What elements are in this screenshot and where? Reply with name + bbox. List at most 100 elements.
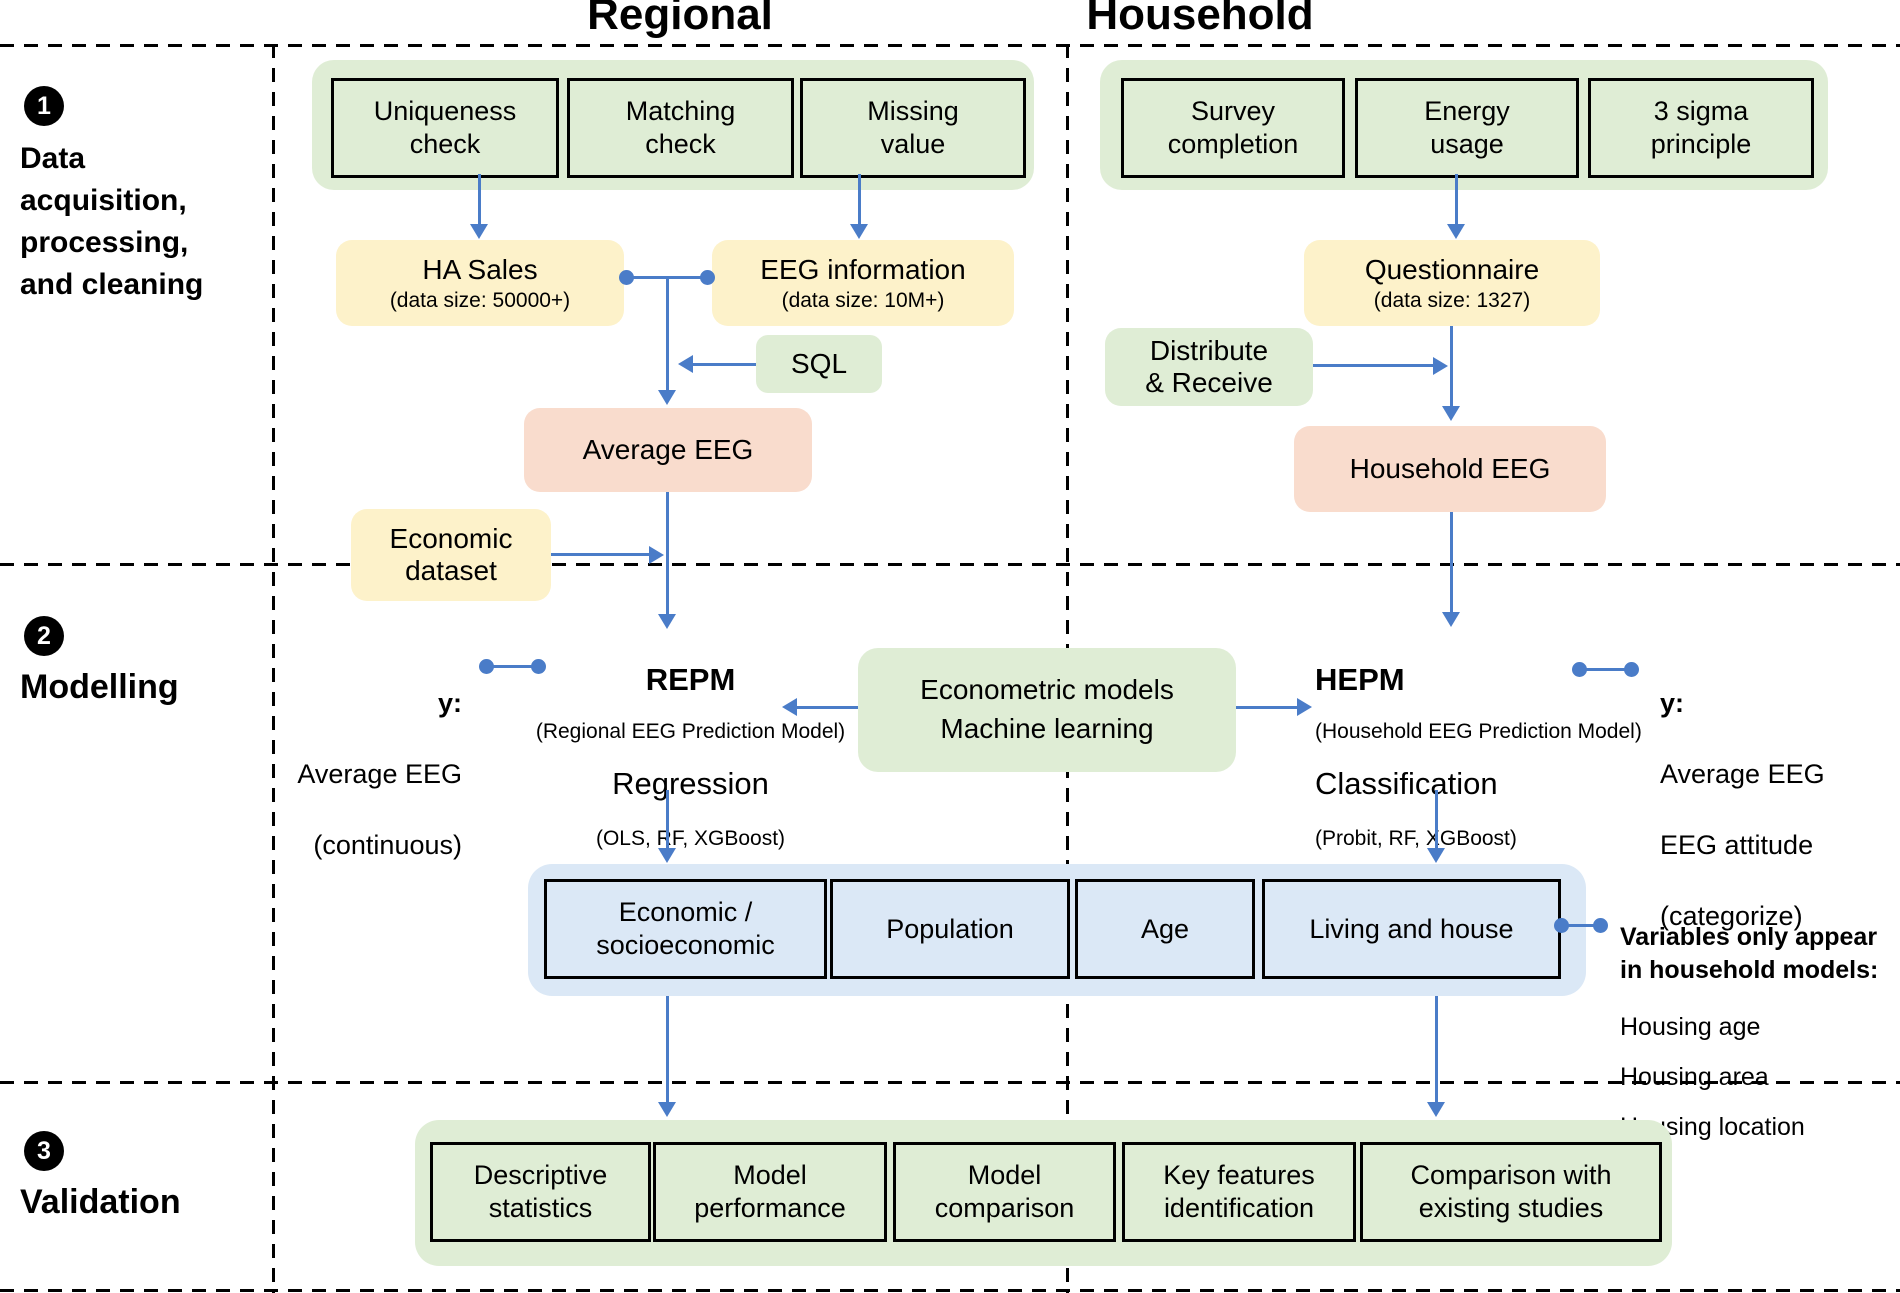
arrow-averageeeg-to-repm <box>666 492 669 616</box>
household-y-line-1: Average EEG <box>1660 758 1825 789</box>
average-eeg-box: Average EEG <box>524 408 812 492</box>
questionnaire-box: Questionnaire (data size: 1327) <box>1304 240 1600 326</box>
key-features-box: Key features identification <box>1122 1142 1356 1242</box>
arrow-join-to-averageeeg <box>666 278 669 392</box>
arrowhead-distribute-to-flow <box>1433 357 1448 375</box>
descriptive-statistics-box: Descriptive statistics <box>430 1142 651 1242</box>
missing-value-box: Missing value <box>800 78 1026 178</box>
arrow-questionnaire-to-householdeeg <box>1450 326 1453 408</box>
household-eeg-label: Household EEG <box>1349 452 1551 484</box>
divider-bottom <box>0 1289 1900 1292</box>
join-connector-line <box>627 276 708 279</box>
arrow-variables-to-validation-left <box>666 996 669 1104</box>
arrow-energy-to-questionnaire <box>1455 174 1458 226</box>
three-sigma-box: 3 sigma principle <box>1588 78 1814 178</box>
repm-title: REPM <box>645 662 736 697</box>
note-line-2: Housing area <box>1620 1063 1769 1091</box>
hepm-block: HEPM (Household EEG Prediction Model) Cl… <box>1315 644 1655 869</box>
section-3-number: 3 <box>24 1131 64 1171</box>
arrowhead-averageeeg-to-repm <box>658 614 676 629</box>
arrowhead-join-to-averageeeg <box>658 390 676 405</box>
hepm-detail: (Probit, RF, XGBoost) <box>1315 826 1517 850</box>
variable-population-box: Population <box>830 879 1070 979</box>
arrow-uniqueness-to-hasales <box>478 174 481 226</box>
sql-box: SQL <box>756 335 882 393</box>
divider-top <box>0 44 1900 47</box>
eeg-information-box: EEG information (data size: 10M+) <box>712 240 1014 326</box>
average-eeg-label: Average EEG <box>582 433 754 465</box>
model-comparison-box: Model comparison <box>893 1142 1116 1242</box>
survey-completion-box: Survey completion <box>1121 78 1345 178</box>
arrowhead-economic-to-flow <box>649 546 664 564</box>
arrowhead-hepm-to-variables <box>1427 848 1445 863</box>
variable-age-box: Age <box>1075 879 1255 979</box>
ha-sales-box: HA Sales (data size: 50000+) <box>336 240 624 326</box>
model-performance-box: Model performance <box>653 1142 887 1242</box>
note-connector-dot-right <box>1593 918 1608 933</box>
arrow-householdeeg-to-hepm <box>1450 512 1453 614</box>
repm-detail: (OLS, RF, XGBoost) <box>595 826 786 850</box>
comparison-studies-box: Comparison with existing studies <box>1360 1142 1662 1242</box>
note-line-1: Housing age <box>1620 1013 1761 1041</box>
arrow-center-to-repm <box>797 706 858 709</box>
matching-check-box: Matching check <box>567 78 794 178</box>
divider-section2-3 <box>0 1081 1900 1084</box>
arrowhead-questionnaire-to-householdeeg <box>1442 406 1460 421</box>
household-y-block: y: Average EEG EEG attitude (categorize) <box>1660 650 1890 971</box>
econometric-models-box: Econometric models Machine learning <box>858 648 1236 772</box>
hepm-subtitle: (Household EEG Prediction Model) <box>1315 719 1642 743</box>
arrowhead-center-to-hepm <box>1297 698 1312 716</box>
section-2-label: Modelling <box>20 668 179 706</box>
questionnaire-subtitle: (data size: 1327) <box>1373 289 1531 313</box>
section-2-number: 2 <box>24 616 64 656</box>
arrowhead-energy-to-questionnaire <box>1447 224 1465 239</box>
economic-dataset-box: Economic dataset <box>351 509 551 601</box>
econometric-models-line2: Machine learning <box>940 713 1154 744</box>
regional-y-line-2: (continuous) <box>313 830 462 861</box>
repm-block: REPM (Regional EEG Prediction Model) Reg… <box>528 644 853 869</box>
arrow-variables-to-validation-right <box>1435 996 1438 1104</box>
questionnaire-title: Questionnaire <box>1364 253 1540 285</box>
regional-y-connector-dot-left <box>479 659 494 674</box>
arrow-sql-to-join <box>692 363 756 366</box>
section-1-number: 1 <box>24 86 64 126</box>
eeg-information-subtitle: (data size: 10M+) <box>781 289 945 313</box>
arrowhead-missing-to-eeginfo <box>850 224 868 239</box>
arrow-center-to-hepm <box>1236 706 1297 709</box>
ha-sales-subtitle: (data size: 50000+) <box>389 289 571 313</box>
distribute-receive-label: Distribute & Receive <box>1145 334 1273 398</box>
regional-y-label: y: <box>437 687 462 718</box>
arrow-hepm-to-variables <box>1435 790 1438 850</box>
household-y-line-3: (categorize) <box>1660 901 1803 932</box>
household-y-line-2: EEG attitude <box>1660 830 1814 861</box>
join-connector-dot-right <box>700 270 715 285</box>
household-y-connector-line <box>1580 668 1632 671</box>
arrowhead-householdeeg-to-hepm <box>1442 612 1460 627</box>
regional-y-line-1: Average EEG <box>297 758 462 789</box>
eeg-information-title: EEG information <box>760 253 966 285</box>
arrowhead-variables-to-validation-right <box>1427 1102 1445 1117</box>
household-y-connector-dot-right <box>1624 662 1639 677</box>
note-connector-dot-left <box>1554 918 1569 933</box>
join-connector-dot-left <box>619 270 634 285</box>
regional-column-header: Regional <box>587 0 773 39</box>
arrowhead-repm-to-variables <box>658 848 676 863</box>
regional-y-connector-line <box>487 665 539 668</box>
household-column-header: Household <box>1086 0 1314 39</box>
divider-label-column <box>272 44 275 1293</box>
regional-y-block: y: Average EEG (continuous) <box>240 650 462 899</box>
regional-y-connector-dot-right <box>531 659 546 674</box>
ha-sales-title: HA Sales <box>422 253 538 285</box>
household-y-connector-dot-left <box>1572 662 1587 677</box>
note-line-3: Housing location <box>1620 1113 1805 1141</box>
note-heading: Variables only appear in household model… <box>1620 923 1879 984</box>
arrow-repm-to-variables <box>666 790 669 850</box>
economic-dataset-label: Economic dataset <box>389 522 513 586</box>
repm-method: Regression <box>612 765 769 801</box>
divider-section1-2 <box>0 563 1900 566</box>
arrow-distribute-to-flow <box>1313 364 1433 367</box>
note-connector-line <box>1562 924 1601 927</box>
section-1-label: Data acquisition, processing, and cleani… <box>20 142 204 301</box>
distribute-receive-box: Distribute & Receive <box>1105 328 1313 406</box>
